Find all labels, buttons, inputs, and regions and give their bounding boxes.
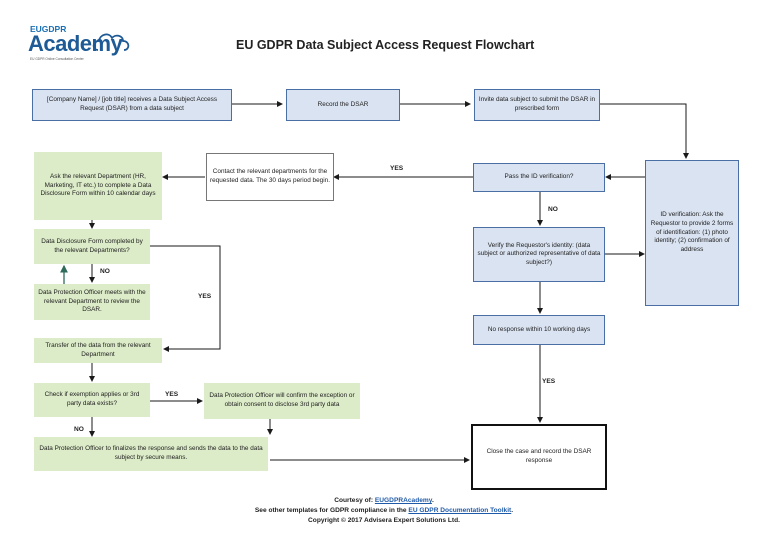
arrow-invite-idcheck	[600, 103, 689, 159]
label-no-finalize: NO	[74, 426, 84, 433]
label-yes-confirm: YES	[165, 391, 179, 398]
footer: Courtesy of: EUGDPRAcademy. See other te…	[0, 496, 768, 527]
node-record-dsar: Record the DSAR	[286, 89, 400, 121]
node-id-verification: ID verification: Ask the Requestor to pr…	[645, 160, 739, 306]
logo-top-text: EUGDPR	[30, 24, 67, 34]
eugdpr-academy-link[interactable]: EUGDPRAcademy	[374, 497, 432, 504]
node-dpo-meets: Data Protection Officer meets with the r…	[34, 284, 150, 320]
page-title: EU GDPR Data Subject Access Request Flow…	[236, 38, 535, 52]
node-no-response: No response within 10 working days	[473, 315, 605, 345]
eugdpr-academy-logo: EUGDPR Academy EU GDPR Online Consultati…	[28, 24, 130, 64]
node-transfer-data: Transfer of the data from the relevant D…	[34, 338, 162, 363]
label-no-dpo: NO	[100, 268, 110, 275]
node-form-completed: Data Disclosure Form completed by the re…	[34, 229, 150, 264]
footer-copyright: Copyright © 2017 Advisera Expert Solutio…	[308, 517, 460, 525]
label-yes-transfer: YES	[198, 293, 212, 300]
node-contact-departments: Contact the relevant departments for the…	[206, 153, 334, 201]
footer-templates: See other templates for GDPR compliance …	[254, 507, 514, 515]
node-dpo-confirm: Data Protection Officer will confirm the…	[204, 383, 360, 419]
documentation-toolkit-link[interactable]: EU GDPR Documentation Toolkit	[408, 507, 512, 515]
footer-courtesy: Courtesy of: EUGDPRAcademy.	[334, 497, 434, 504]
logo-tagline: EU GDPR Online Consultation Center	[30, 57, 84, 61]
label-no-verify: NO	[548, 206, 558, 213]
arrow-form-transfer	[150, 245, 221, 352]
cloud-icon	[92, 33, 130, 51]
node-ask-department: Ask the relevant Department (HR, Marketi…	[34, 152, 162, 220]
label-yes-contact: YES	[390, 165, 404, 172]
node-receive-dsar: [Company Name] / [job title] receives a …	[32, 89, 232, 121]
node-check-exemption: Check if exemption applies or 3rd party …	[34, 383, 150, 417]
node-verify-identity: Verify the Requestor's identity: (data s…	[473, 227, 605, 282]
node-pass-id-verification: Pass the ID verification?	[473, 163, 605, 192]
node-dpo-finalize: Data Protection Officer to finalizes the…	[34, 437, 268, 471]
label-yes-close: YES	[542, 378, 556, 385]
node-close-case: Close the case and record the DSAR respo…	[471, 424, 607, 490]
node-invite-subject: Invite data subject to submit the DSAR i…	[474, 89, 600, 121]
